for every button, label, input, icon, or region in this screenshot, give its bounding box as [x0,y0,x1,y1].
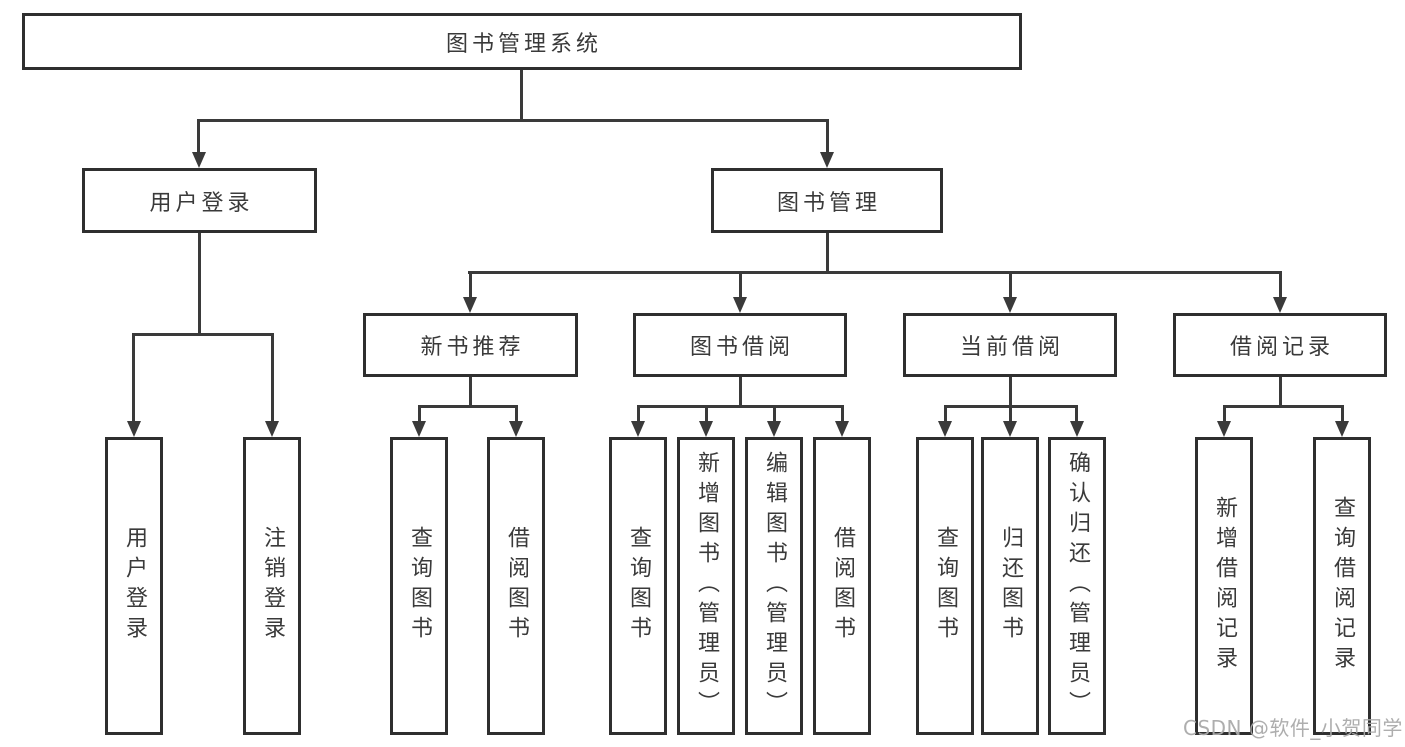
edge-to-cb-return [1009,405,1012,423]
arrowhead-nbr-query [412,421,426,437]
leaf-logout: 注销登录 [243,437,301,735]
edge-to-book-management [826,119,829,155]
edge-root-split [197,119,829,122]
edge-to-current-borrowing [1009,271,1012,299]
leaf-borrowing-edit-books-admin: 编辑图书（管理员） [745,437,803,735]
edge-bb-stem [739,377,742,407]
arrowhead-bb-add [699,421,713,437]
node-borrowing-records: 借阅记录 [1173,313,1387,377]
edge-bb-split [637,405,844,408]
edge-to-cb-confirm [1075,405,1078,423]
leaf-borrowing-borrow-books: 借阅图书 [813,437,871,735]
edge-to-nbr-borrow [515,405,518,423]
leaf-records-query-record: 查询借阅记录 [1313,437,1371,735]
edge-to-br-query [1341,405,1344,423]
edge-to-borrowing-records [1279,271,1282,299]
node-user-login: 用户登录 [82,168,317,233]
arrowhead-bb-borrow [835,421,849,437]
edge-to-bb-add [705,405,708,423]
arrowhead-cb-query [938,421,952,437]
arrowhead-leaf-user-login [127,421,141,437]
arrowhead-borrowing-records [1273,297,1287,313]
edge-cb-stem [1009,377,1012,407]
arrowhead-book-management [820,152,834,168]
edge-to-cb-query [944,405,947,423]
leaf-user-login: 用户登录 [105,437,163,735]
arrowhead-user-login [192,152,206,168]
edge-br-split [1223,405,1344,408]
node-book-management: 图书管理 [711,168,943,233]
arrowhead-cb-confirm [1070,421,1084,437]
edge-to-br-add [1223,405,1226,423]
edge-mgmt-stem [826,233,829,274]
arrowhead-bb-edit [767,421,781,437]
leaf-recommend-query-books: 查询图书 [390,437,448,735]
node-library-management-system: 图书管理系统 [22,13,1022,70]
node-book-borrowing: 图书借阅 [633,313,847,377]
leaf-borrowing-add-books-admin: 新增图书（管理员） [677,437,735,735]
edge-to-new-book-recommend [469,271,472,299]
leaf-current-query-books: 查询图书 [916,437,974,735]
arrowhead-bb-query [631,421,645,437]
arrowhead-current-borrowing [1003,297,1017,313]
arrowhead-cb-return [1003,421,1017,437]
edge-root-stem [520,70,523,120]
edge-br-stem [1279,377,1282,407]
edge-to-nbr-query [418,405,421,423]
leaf-borrowing-query-books: 查询图书 [609,437,667,735]
edge-nbr-split [418,405,518,408]
edge-to-user-login [197,119,200,155]
leaf-records-add-record: 新增借阅记录 [1195,437,1253,735]
leaf-current-confirm-return-admin: 确认归还（管理员） [1048,437,1106,735]
arrowhead-br-add [1217,421,1231,437]
edge-nbr-stem [469,377,472,407]
leaf-recommend-borrow-books: 借阅图书 [487,437,545,735]
edge-to-bb-query [637,405,640,423]
leaf-current-return-books: 归还图书 [981,437,1039,735]
arrowhead-nbr-borrow [509,421,523,437]
edge-mgmt-split [468,271,1282,274]
arrowhead-br-query [1335,421,1349,437]
edge-to-bb-borrow [841,405,844,423]
node-current-borrowing: 当前借阅 [903,313,1117,377]
arrowhead-leaf-logout [265,421,279,437]
edge-login-split [132,333,274,336]
edge-to-leaf-logout [271,333,274,423]
node-new-book-recommend: 新书推荐 [363,313,578,377]
edge-to-book-borrowing [739,271,742,299]
edge-to-leaf-user-login [132,333,135,423]
csdn-watermark: CSDN @软件_小贺同学 [1183,716,1403,740]
arrowhead-new-book-recommend [463,297,477,313]
edge-to-bb-edit [773,405,776,423]
edge-login-stem [198,233,201,336]
arrowhead-book-borrowing [733,297,747,313]
